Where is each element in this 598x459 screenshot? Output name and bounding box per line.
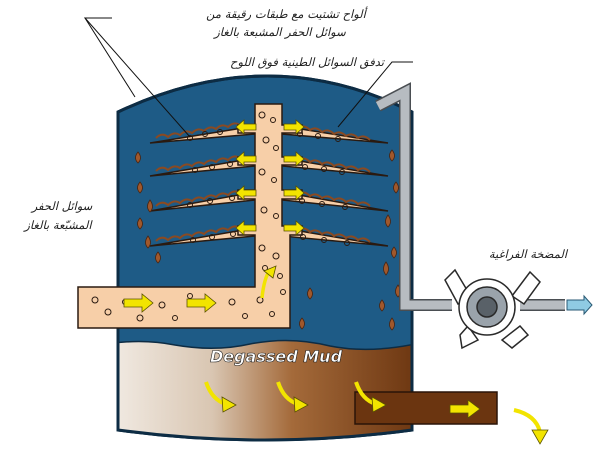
- exhaust-arrow-icon: [567, 296, 592, 314]
- label-inlet-fluid: سوائل الحفر: [30, 199, 93, 213]
- vent-pipe: [378, 92, 565, 305]
- label-dispersion-plates: ألواح تشتيت مع طبقات رقيقة من: [206, 6, 369, 21]
- label-dispersion-plates-2: سوائل الحفر المشبعة بالغاز: [212, 25, 346, 39]
- label-flow-over-plate: تدفق السوائل الطينية فوق اللوح: [230, 55, 386, 69]
- label-inlet-fluid-2: المشبّعة بالغاز: [22, 218, 93, 232]
- flow-arrow-icon: [514, 410, 548, 444]
- label-vacuum-pump: المضخة الفراغية: [489, 247, 569, 261]
- label-degassed-mud: Degassed Mud: [210, 347, 343, 366]
